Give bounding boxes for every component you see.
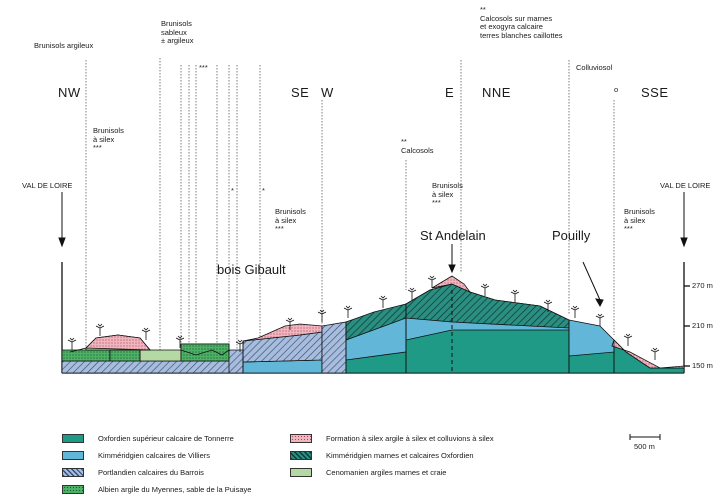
vine-symbols bbox=[67, 275, 660, 360]
strata bbox=[61, 275, 685, 374]
legend-label: Albien argile du Myennes, sable de la Pu… bbox=[98, 485, 252, 494]
direction-e: E bbox=[445, 85, 455, 100]
altitude-150: 150 m bbox=[692, 361, 713, 370]
label-brunisols-sableux: Brunisols sableux ± argileux bbox=[161, 19, 194, 45]
label-brunisols-argileux: Brunisols argileux bbox=[34, 41, 94, 50]
legend-label: Cenomanien argiles marnes et craie bbox=[326, 468, 447, 477]
legend-label: Portlandien calcaires du Barrois bbox=[98, 468, 204, 477]
legend-item: Oxfordien supérieur calcaire de Tonnerre bbox=[62, 434, 234, 443]
legend-label: Formation à silex argile à silex et coll… bbox=[326, 434, 494, 443]
legend-label: Kimméridgien calcaires de Villiers bbox=[98, 451, 210, 460]
legend-swatch bbox=[62, 451, 84, 460]
place-pouilly: Pouilly bbox=[552, 228, 591, 243]
label-star-b: * bbox=[262, 186, 265, 195]
label-star-a: * bbox=[231, 186, 234, 195]
legend-item: Cenomanien argiles marnes et craie bbox=[290, 468, 446, 477]
legend-label: Kimméridgien marnes et calcaires Oxfordi… bbox=[326, 451, 474, 460]
direction-nne: NNE bbox=[482, 85, 511, 100]
place-st-andelain: St Andelain bbox=[420, 228, 486, 243]
place-bois-gibault: bois Gibault bbox=[217, 262, 286, 277]
label-brunisols-silex-3: Brunisols à silex *** bbox=[275, 207, 306, 233]
legend-swatch bbox=[290, 468, 312, 477]
label-brunisols-silex-1: Brunisols à silex *** bbox=[93, 126, 124, 152]
place-val-de-loire-left: VAL DE LOIRE bbox=[22, 181, 73, 190]
scale-bar bbox=[629, 434, 661, 440]
label-stars-small: *** bbox=[199, 63, 208, 72]
direction-w: W bbox=[321, 85, 334, 100]
legend-swatch bbox=[290, 434, 312, 443]
val-arrows bbox=[58, 192, 688, 308]
legend-swatch bbox=[290, 451, 312, 460]
legend-item: Formation à silex argile à silex et coll… bbox=[290, 434, 494, 443]
profile-lines bbox=[85, 58, 615, 355]
legend-label: Oxfordien supérieur calcaire de Tonnerre bbox=[98, 434, 234, 443]
legend-swatch bbox=[62, 485, 84, 494]
legend-item: Portlandien calcaires du Barrois bbox=[62, 468, 204, 477]
legend-item: Kimméridgien calcaires de Villiers bbox=[62, 451, 210, 460]
scale-label: 500 m bbox=[634, 442, 655, 451]
altitude-270: 270 m bbox=[692, 281, 713, 290]
place-val-de-loire-right: VAL DE LOIRE bbox=[660, 181, 711, 190]
legend-swatch bbox=[62, 434, 84, 443]
label-brunisols-silex-2: Brunisols à silex *** bbox=[432, 181, 463, 207]
legend-swatch bbox=[62, 468, 84, 477]
label-colluviosol: Colluviosol bbox=[576, 63, 613, 72]
label-brunisols-silex-4: Brunisols à silex *** bbox=[624, 207, 655, 233]
direction-sse: SSE bbox=[641, 85, 669, 100]
label-calcosols-marnes: ** Calcosols sur marnes et exogyra calca… bbox=[480, 5, 563, 40]
label-calcosols: ** Calcosols bbox=[401, 137, 434, 155]
direction-nw: NW bbox=[58, 85, 81, 100]
legend-item: Albien argile du Myennes, sable de la Pu… bbox=[62, 485, 251, 494]
direction-se: SE bbox=[291, 85, 310, 100]
legend-item: Kimméridgien marnes et calcaires Oxfordi… bbox=[290, 451, 474, 460]
altitude-210: 210 m bbox=[692, 321, 713, 330]
label-colluviosol-mark: o bbox=[614, 85, 619, 94]
